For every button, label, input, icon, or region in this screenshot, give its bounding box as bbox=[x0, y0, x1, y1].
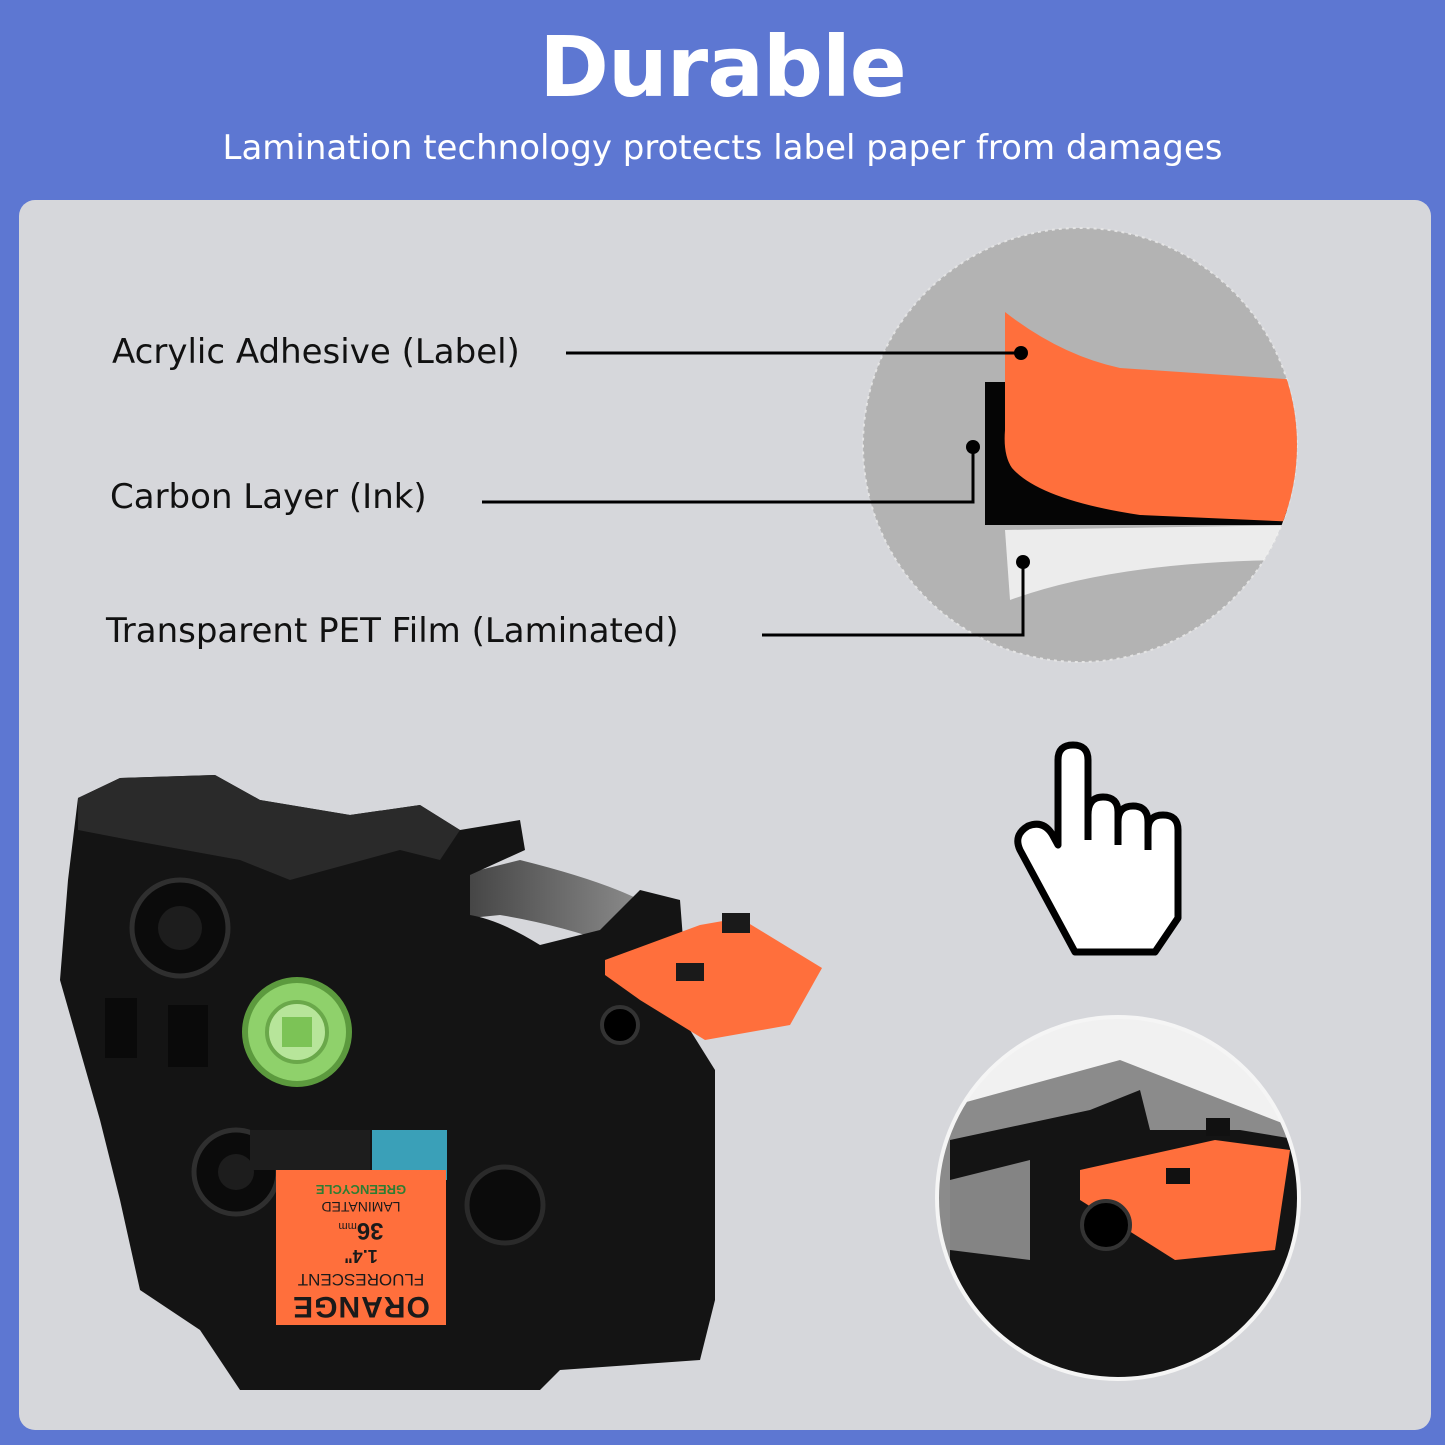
sticker-width-mm: 36 bbox=[356, 1217, 384, 1244]
layer-diagram bbox=[482, 227, 1298, 663]
tape-exit-strip bbox=[605, 918, 822, 1040]
label-carbon-layer: Carbon Layer (Ink) bbox=[110, 477, 427, 517]
label-acrylic-adhesive: Acrylic Adhesive (Label) bbox=[112, 332, 520, 372]
page-subtitle: Lamination technology protects label pap… bbox=[222, 128, 1223, 168]
sticker-width-inch: 1.4" bbox=[344, 1246, 378, 1266]
sticker-width-unit: mm bbox=[338, 1220, 357, 1232]
sticker-line-laminated: LAMINATED bbox=[321, 1199, 401, 1215]
sticker-line-fluorescent: FLUORESCENT bbox=[297, 1270, 425, 1289]
tape-sticker-text: ORANGE FLUORESCENT 1.4" 36mm LAMINATED G… bbox=[276, 1170, 446, 1325]
hand-pointer-icon bbox=[1014, 741, 1182, 956]
green-spool bbox=[242, 977, 352, 1087]
page-title: Durable bbox=[539, 18, 907, 116]
zoom-detail bbox=[935, 1015, 1301, 1381]
sticker-brand: GREENCYCLE bbox=[315, 1182, 407, 1197]
label-pet-film: Transparent PET Film (Laminated) bbox=[106, 611, 679, 651]
pet-film-layer bbox=[1005, 525, 1297, 600]
sticker-color-name: ORANGE bbox=[292, 1290, 430, 1323]
tape-cartridge bbox=[60, 775, 822, 1390]
adhesive-label-layer bbox=[1004, 312, 1297, 522]
